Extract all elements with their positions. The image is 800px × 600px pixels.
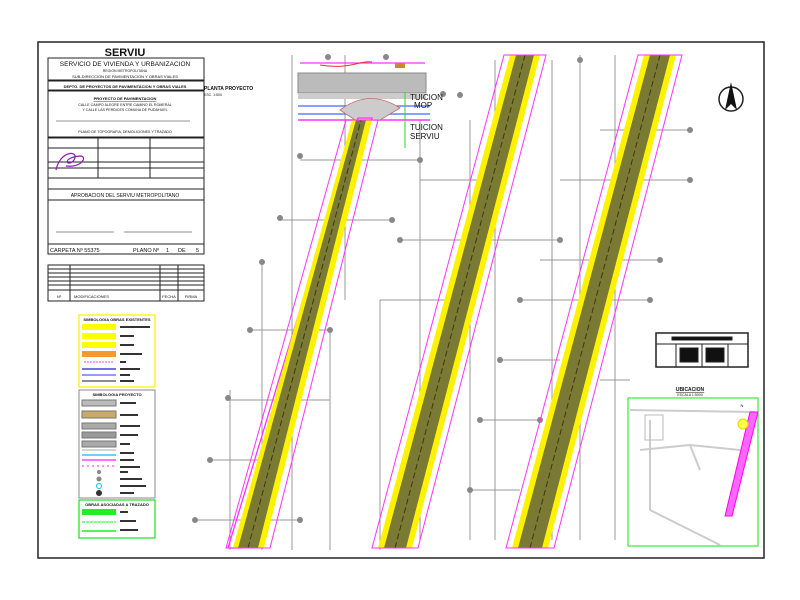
approval-title: APROBACION DEL SERVIU METROPOLITANO bbox=[71, 193, 180, 199]
rev-col-date: FECHA bbox=[162, 294, 176, 299]
rev-col-sign: FIRMA bbox=[185, 294, 198, 299]
title-block: SERVIU SERVICIO DE VIVIENDA Y URBANIZACI… bbox=[47, 47, 205, 255]
project-line2: Y CALLE LAS PERDICES COMUNA DE PUDAHUEL bbox=[82, 108, 167, 112]
revisions-table bbox=[47, 264, 205, 302]
location-map: UBICACION ESCALA 1:5000 N bbox=[627, 387, 759, 547]
subdirection: SUB-DIRECCION DE PAVIMENTACION Y OBRAS V… bbox=[72, 74, 178, 79]
tuicion-serviu-label-2: SERVIU bbox=[410, 132, 440, 141]
legend-green-title: OBRAS ASOCIADAS A TRAZADO bbox=[85, 502, 149, 507]
rev-col-desc: MODIFICACIONES bbox=[74, 294, 109, 299]
data-table bbox=[655, 332, 749, 368]
region: REGION METROPOLITANA bbox=[103, 69, 148, 73]
tuicion-serviu-label: TUICION bbox=[410, 123, 443, 132]
road-strip-1 bbox=[225, 117, 379, 549]
signature bbox=[55, 152, 85, 171]
plan-label: PLANTA PROYECTO bbox=[204, 86, 253, 92]
org-title: SERVIU bbox=[105, 47, 146, 59]
plan-scale: ESC. 1:500 bbox=[204, 93, 222, 97]
legend-project: SIMBOLOGIA PROYECTO bbox=[78, 389, 156, 499]
north-arrow-icon bbox=[718, 82, 744, 112]
tuicion-mop-label-2: MOP bbox=[414, 101, 432, 110]
sheet-of: DE bbox=[178, 248, 186, 254]
folder-number: CARPETA Nº 55375 bbox=[50, 247, 100, 254]
location-title: UBICACION bbox=[676, 387, 705, 393]
sheet-label: PLANO Nº bbox=[133, 247, 159, 254]
legend-existing: SIMBOLOGIA OBRAS EXISTENTES bbox=[78, 314, 156, 388]
road-strip-2 bbox=[371, 54, 547, 549]
location-scale: ESCALA 1:5000 bbox=[677, 393, 702, 397]
department: DEPTO. DE PROYECTOS DE PAVIMENTACION Y O… bbox=[64, 84, 187, 89]
tuicion-mop-label: TUICION bbox=[410, 93, 443, 102]
road-strip-3 bbox=[505, 54, 683, 549]
rev-col-num: Nº bbox=[57, 294, 62, 299]
project-heading: PROYECTO DE PAVIMENTACION bbox=[94, 96, 157, 101]
org-full: SERVICIO DE VIVIENDA Y URBANIZACION bbox=[60, 61, 191, 68]
project-line1: CALLE CAMPO ALEGRE ENTRE CAMINO EL ROMER… bbox=[78, 103, 172, 107]
intersection-area bbox=[297, 61, 430, 121]
sheet-number: 1 bbox=[166, 248, 169, 254]
location-north: N bbox=[741, 403, 744, 408]
sheet-total: 5 bbox=[196, 248, 199, 254]
plan-title: PLANO DE TOPOGRAFIA, DEMOLICIONES Y TRAZ… bbox=[78, 130, 172, 134]
legend-project-title: SIMBOLOGIA PROYECTO bbox=[92, 392, 141, 397]
legend-existing-title: SIMBOLOGIA OBRAS EXISTENTES bbox=[83, 317, 151, 322]
legend-green: OBRAS ASOCIADAS A TRAZADO bbox=[78, 499, 156, 539]
